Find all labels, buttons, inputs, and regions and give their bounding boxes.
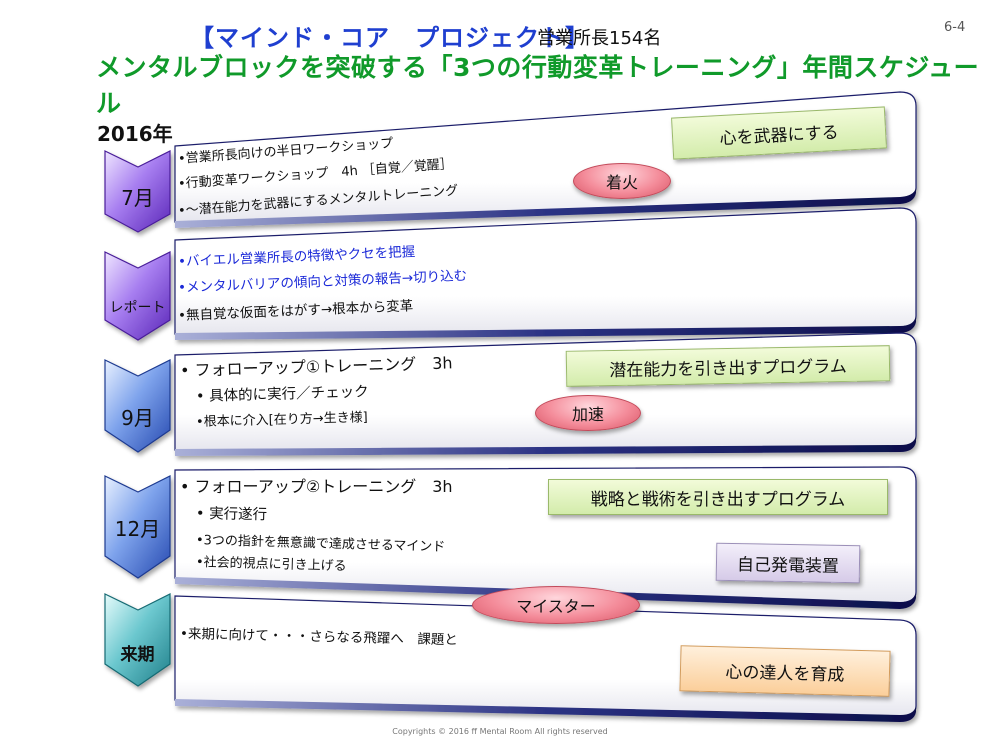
period-label-next-term: 来期 bbox=[120, 645, 155, 665]
chevron-december bbox=[104, 475, 171, 579]
goal-box-potential-program: 潜在能力を引き出すプログラム bbox=[565, 345, 891, 387]
page-subtitle: メンタルブロックを突破する「3つの行動変革トレーニング」年間スケジュール bbox=[96, 53, 980, 118]
phase-pill-ignition: 着火 bbox=[573, 163, 671, 199]
period-label-december: 12月 bbox=[114, 517, 161, 541]
goal-box-strategy-program: 戦略と戦術を引き出すプログラム bbox=[548, 479, 888, 515]
chevron-september bbox=[104, 359, 171, 453]
period-label-report: レポート bbox=[109, 300, 166, 316]
title-participants: 営業所長154名 bbox=[537, 28, 662, 49]
phase-pill-acceleration: 加速 bbox=[535, 395, 641, 431]
chevron-july bbox=[104, 150, 171, 233]
page-number: 6-4 bbox=[944, 20, 966, 35]
chevron-next-term bbox=[104, 593, 171, 687]
year-label: 2016年 bbox=[97, 122, 173, 146]
chevron-report bbox=[104, 251, 171, 341]
page-title: 【マインド・コア プロジェクト】 bbox=[190, 24, 590, 52]
period-label-september: 9月 bbox=[121, 406, 154, 430]
panel-report bbox=[174, 207, 917, 340]
goal-box-mind-master: 心の達人を育成 bbox=[679, 645, 891, 697]
period-label-july: 7月 bbox=[121, 186, 154, 210]
goal-box-self-power: 自己発電装置 bbox=[715, 542, 861, 584]
bullet-december-1: • フォローアップ②トレーニング 3h bbox=[180, 477, 453, 496]
bullet-december-2: • 実行遂行 bbox=[195, 506, 268, 524]
copyright: Copyrights © 2016 ff Mental Room All rig… bbox=[392, 727, 608, 736]
phase-pill-meister: マイスター bbox=[472, 586, 640, 624]
